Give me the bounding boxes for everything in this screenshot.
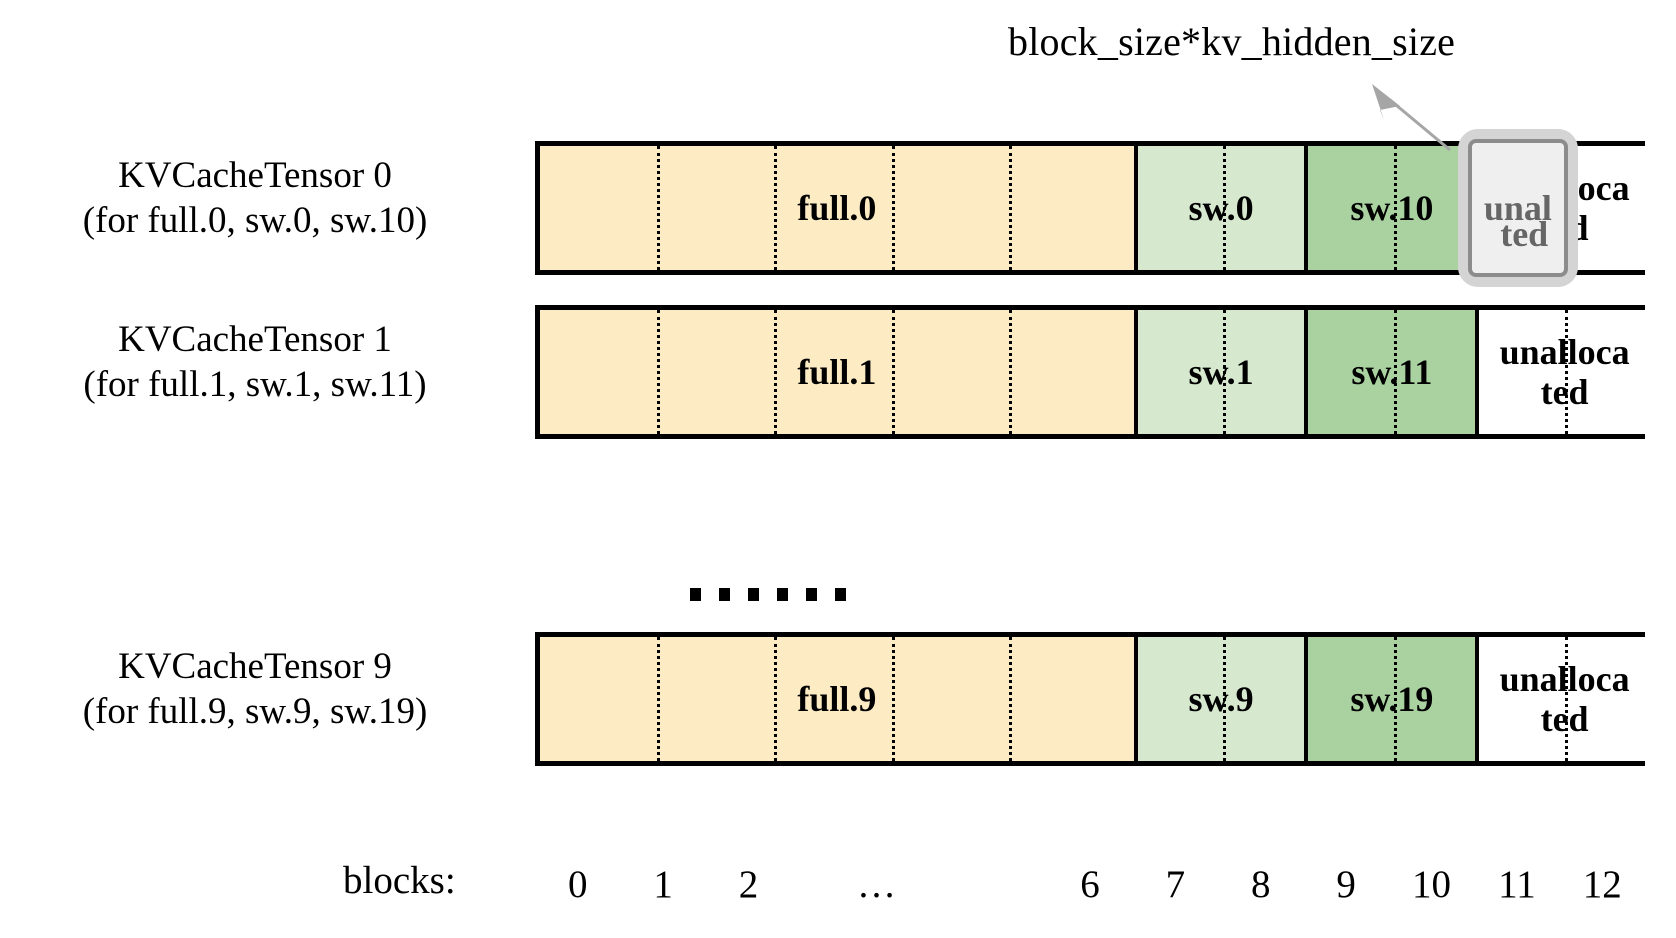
ellipsis-dot: [777, 588, 788, 601]
row-label-2: KVCacheTensor 9(for full.9, sw.9, sw.19): [20, 644, 490, 734]
axis-tick: 8: [1251, 863, 1271, 906]
segment-label: full.1: [797, 351, 877, 392]
segment-sw2[interactable]: sw.10: [1308, 146, 1480, 270]
row-subtitle: (for full.0, sw.0, sw.10): [82, 200, 428, 242]
block-divider: [657, 310, 661, 434]
block-divider: [1393, 637, 1397, 761]
segment-sw[interactable]: sw.1: [1137, 310, 1309, 434]
block-size-callout[interactable]: unal: [1458, 129, 1578, 287]
segment-label: sw.19: [1350, 678, 1434, 719]
annotation-label: block_size*kv_hidden_size: [1008, 19, 1456, 64]
ellipsis-dot: [835, 588, 846, 601]
ellipsis-dot: [690, 588, 701, 601]
axis-tick: 1: [653, 863, 673, 906]
segment-full[interactable]: full.9: [540, 637, 1138, 761]
block-divider: [657, 146, 661, 270]
segment-label: unalloca ted: [1499, 331, 1630, 412]
block-divider: [1223, 146, 1227, 270]
row-subtitle: (for full.1, sw.1, sw.11): [83, 364, 427, 406]
segment-full[interactable]: full.1: [540, 310, 1138, 434]
block-divider: [1564, 310, 1568, 434]
kv-cache-tensor-bar: full.9 sw.9 sw.19 unalloca ted: [535, 632, 1650, 766]
axis-tick: 6: [1080, 863, 1100, 906]
segment-unalloc[interactable]: unalloca ted: [1479, 310, 1650, 434]
segment-label: sw.11: [1351, 351, 1433, 392]
vertical-ellipsis: [690, 588, 846, 601]
row-label-1: KVCacheTensor 1(for full.1, sw.1, sw.11): [20, 317, 490, 407]
segment-sw[interactable]: sw.9: [1137, 637, 1309, 761]
segment-sw[interactable]: sw.0: [1137, 146, 1309, 270]
block-divider: [1393, 310, 1397, 434]
block-divider: [1008, 637, 1012, 761]
segment-label: sw.9: [1188, 678, 1254, 719]
callout-inner-block: unal: [1468, 139, 1568, 277]
segment-unalloc[interactable]: unalloca ted: [1479, 637, 1650, 761]
segment-label: sw.0: [1188, 187, 1254, 228]
ellipsis-dot: [806, 588, 817, 601]
block-divider: [1564, 637, 1568, 761]
axis-tick: …: [857, 863, 897, 906]
block-divider: [1008, 310, 1012, 434]
row-title: KVCacheTensor 9: [118, 646, 392, 687]
segment-sw2[interactable]: sw.11: [1308, 310, 1480, 434]
ellipsis-dot: [719, 588, 730, 601]
block-divider: [657, 637, 661, 761]
segment-label: sw.1: [1188, 351, 1254, 392]
segment-sw2[interactable]: sw.19: [1308, 637, 1480, 761]
axis-tick: 11: [1498, 863, 1536, 906]
segment-full[interactable]: full.0: [540, 146, 1138, 270]
row-subtitle: (for full.9, sw.9, sw.19): [82, 691, 428, 733]
block-divider: [1008, 146, 1012, 270]
kv-cache-tensor-bar: full.1 sw.1 sw.11 unalloca ted: [535, 305, 1650, 439]
block-divider: [1223, 310, 1227, 434]
axis-tick: 7: [1165, 863, 1186, 906]
block-divider: [891, 146, 895, 270]
segment-label: full.0: [797, 187, 877, 228]
block-divider: [891, 637, 895, 761]
ellipsis-dot: [748, 588, 759, 601]
segment-label: sw.10: [1350, 187, 1434, 228]
block-divider: [1393, 146, 1397, 270]
block-divider: [1223, 637, 1227, 761]
segment-label: unalloca ted: [1499, 658, 1630, 739]
callout-text-line2: ted: [1500, 214, 1549, 254]
axis-tick: 10: [1412, 863, 1452, 906]
axis-tick: 0: [567, 863, 588, 906]
segment-label: full.9: [797, 678, 877, 719]
annotation-arrow-icon: [1372, 84, 1451, 152]
axis-tick: 2: [738, 863, 759, 906]
row-title: KVCacheTensor 0: [118, 155, 392, 196]
row-title: KVCacheTensor 1: [118, 319, 392, 360]
callout-text: unal: [1483, 187, 1552, 228]
block-divider: [774, 637, 778, 761]
row-label-0: KVCacheTensor 0(for full.0, sw.0, sw.10): [20, 153, 490, 243]
axis-title: blocks:: [343, 859, 456, 902]
axis-tick: 12: [1582, 863, 1622, 906]
axis-tick: 9: [1336, 863, 1356, 906]
block-divider: [774, 146, 778, 270]
block-divider: [774, 310, 778, 434]
block-divider: [891, 310, 895, 434]
